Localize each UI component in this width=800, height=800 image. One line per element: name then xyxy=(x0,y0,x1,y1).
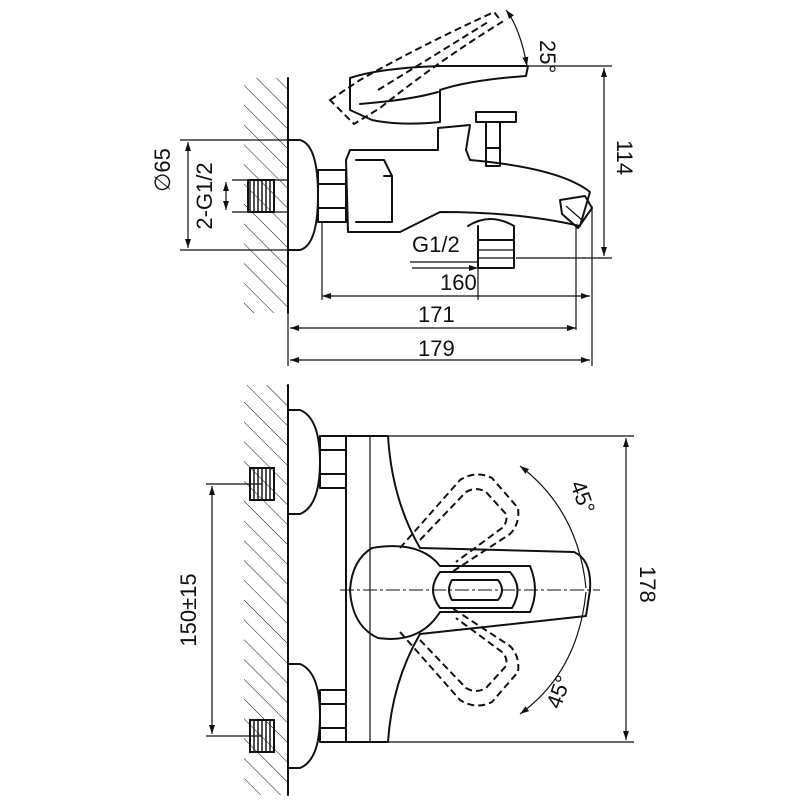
shower-outlet xyxy=(467,218,515,269)
angle-arc-upper xyxy=(519,465,587,589)
upper-flange xyxy=(287,409,321,515)
inlet-nut-top xyxy=(247,179,275,213)
angle-label-lower: 45° xyxy=(541,672,576,712)
front-view: 45° 45° 178 150±15 xyxy=(176,384,660,796)
angle-label-25: 25° xyxy=(535,40,560,73)
wall-flange-top xyxy=(287,139,319,251)
side-view: 25° 114 ∅65 2-G1/2 G1/2 160 171 179 xyxy=(150,9,637,366)
angle-label-upper: 45° xyxy=(565,477,600,517)
spout-tip xyxy=(559,195,593,229)
dim-label-171: 171 xyxy=(418,302,455,327)
hex-nut-top xyxy=(317,169,347,223)
upper-hex xyxy=(319,435,347,489)
dim-label-160: 160 xyxy=(440,270,477,295)
lever-dashed-lower xyxy=(399,607,520,707)
dim-label-178: 178 xyxy=(635,566,660,603)
angle-arc-lower xyxy=(519,591,587,715)
front-body xyxy=(345,435,592,743)
handle-grip xyxy=(432,571,519,609)
angle-arc-25 xyxy=(505,9,529,67)
lever-dashed-upper xyxy=(399,473,520,573)
lever-dashed xyxy=(328,10,504,126)
lower-flange xyxy=(287,663,321,769)
dim-label-150: 150±15 xyxy=(176,573,201,646)
dim-label-114: 114 xyxy=(612,140,637,175)
dim-label-diameter: ∅65 xyxy=(150,148,175,192)
dim-label-outlet: G1/2 xyxy=(412,232,460,257)
diverter-knob xyxy=(475,111,517,149)
lever-solid xyxy=(349,65,529,125)
dim-label-inlet: 2-G1/2 xyxy=(192,162,217,229)
faucet-body-top xyxy=(345,124,591,233)
dim-label-179: 179 xyxy=(418,336,455,361)
lower-hex xyxy=(319,689,347,743)
